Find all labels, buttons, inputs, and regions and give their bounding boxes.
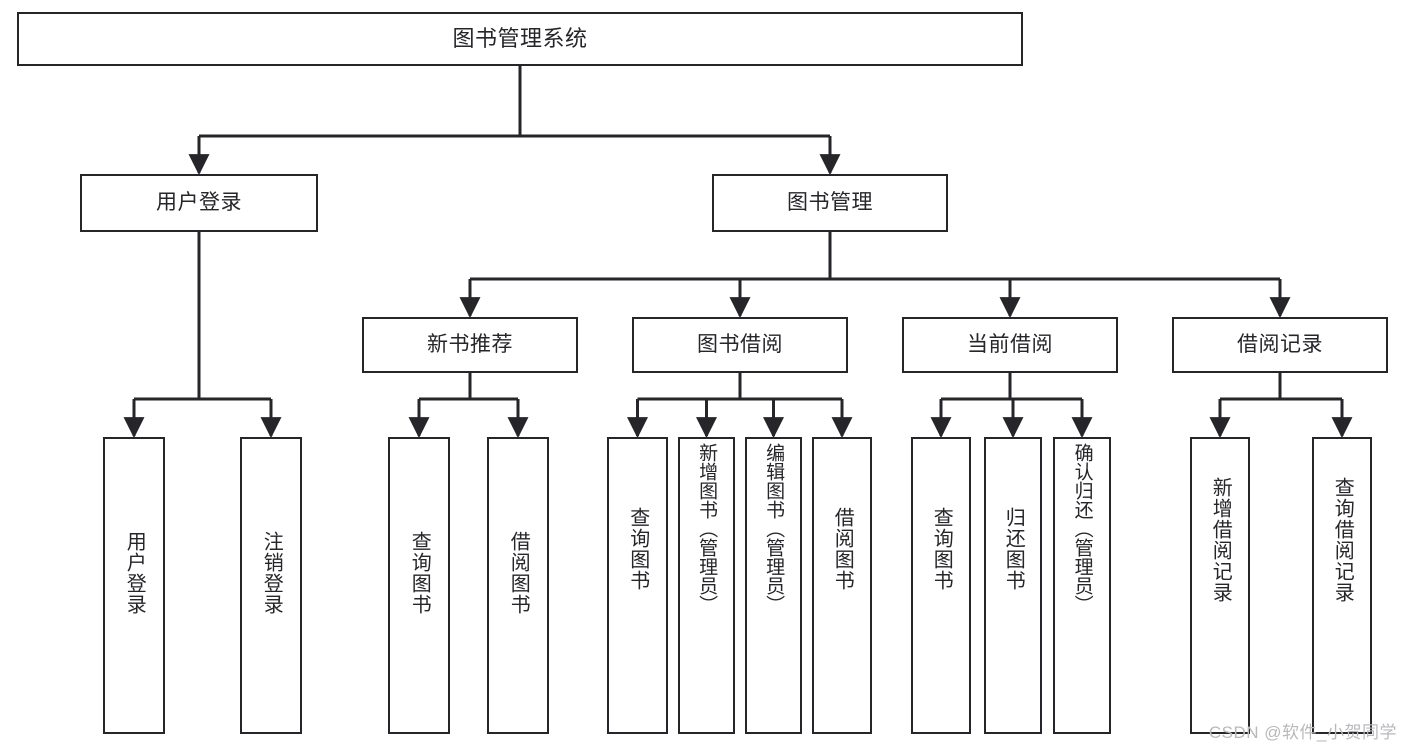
node-label: 查询图书 — [408, 531, 431, 615]
node-book-management[interactable]: 图书管理 — [712, 174, 948, 232]
leaf-user-login[interactable]: 用户登录 — [103, 437, 165, 734]
node-root[interactable]: 图书管理系统 — [17, 12, 1023, 66]
leaf-logout[interactable]: 注销登录 — [240, 437, 302, 734]
leaf-confirm-return-admin[interactable]: 确认归还（管理员） — [1053, 437, 1111, 734]
leaf-query-borrow-record[interactable]: 查询借阅记录 — [1312, 437, 1372, 734]
node-label: 编辑图书（管理员） — [763, 443, 785, 614]
node-book-borrow[interactable]: 图书借阅 — [632, 317, 848, 373]
node-label: 图书管理 — [787, 191, 873, 215]
node-label: 新增图书（管理员） — [696, 443, 718, 614]
leaf-edit-book-admin[interactable]: 编辑图书（管理员） — [745, 437, 802, 734]
node-label: 借阅图书 — [831, 507, 854, 591]
node-label: 用户登录 — [156, 191, 242, 215]
node-current-borrow[interactable]: 当前借阅 — [902, 317, 1118, 373]
node-new-book-recommend[interactable]: 新书推荐 — [362, 317, 578, 373]
node-user-login[interactable]: 用户登录 — [80, 174, 318, 232]
node-label: 新增借阅记录 — [1209, 477, 1232, 603]
leaf-return-book[interactable]: 归还图书 — [984, 437, 1042, 734]
node-label: 注销登录 — [260, 531, 283, 615]
node-label: 借阅图书 — [507, 531, 530, 615]
leaf-add-borrow-record[interactable]: 新增借阅记录 — [1190, 437, 1250, 734]
node-label: 用户登录 — [123, 531, 146, 615]
node-label: 查询图书 — [930, 507, 953, 591]
csdn-watermark: CSDN @软件_小贺同学 — [1208, 723, 1397, 742]
node-label: 图书借阅 — [697, 333, 783, 357]
node-label: 图书管理系统 — [452, 25, 588, 51]
node-label: 借阅记录 — [1237, 333, 1323, 357]
node-label: 查询图书 — [626, 507, 649, 591]
node-label: 归还图书 — [1002, 507, 1025, 591]
leaf-borrow-book[interactable]: 借阅图书 — [812, 437, 872, 734]
node-borrow-records[interactable]: 借阅记录 — [1172, 317, 1388, 373]
node-label: 当前借阅 — [967, 333, 1053, 357]
node-label: 新书推荐 — [427, 333, 513, 357]
leaf-query-book-borrow[interactable]: 查询图书 — [607, 437, 668, 734]
leaf-borrow-book-recommend[interactable]: 借阅图书 — [487, 437, 549, 734]
node-label: 确认归还（管理员） — [1071, 443, 1093, 614]
leaf-add-book-admin[interactable]: 新增图书（管理员） — [678, 437, 735, 734]
leaf-query-book-current[interactable]: 查询图书 — [911, 437, 971, 734]
node-label: 查询借阅记录 — [1331, 477, 1354, 603]
leaf-query-book-recommend[interactable]: 查询图书 — [388, 437, 450, 734]
